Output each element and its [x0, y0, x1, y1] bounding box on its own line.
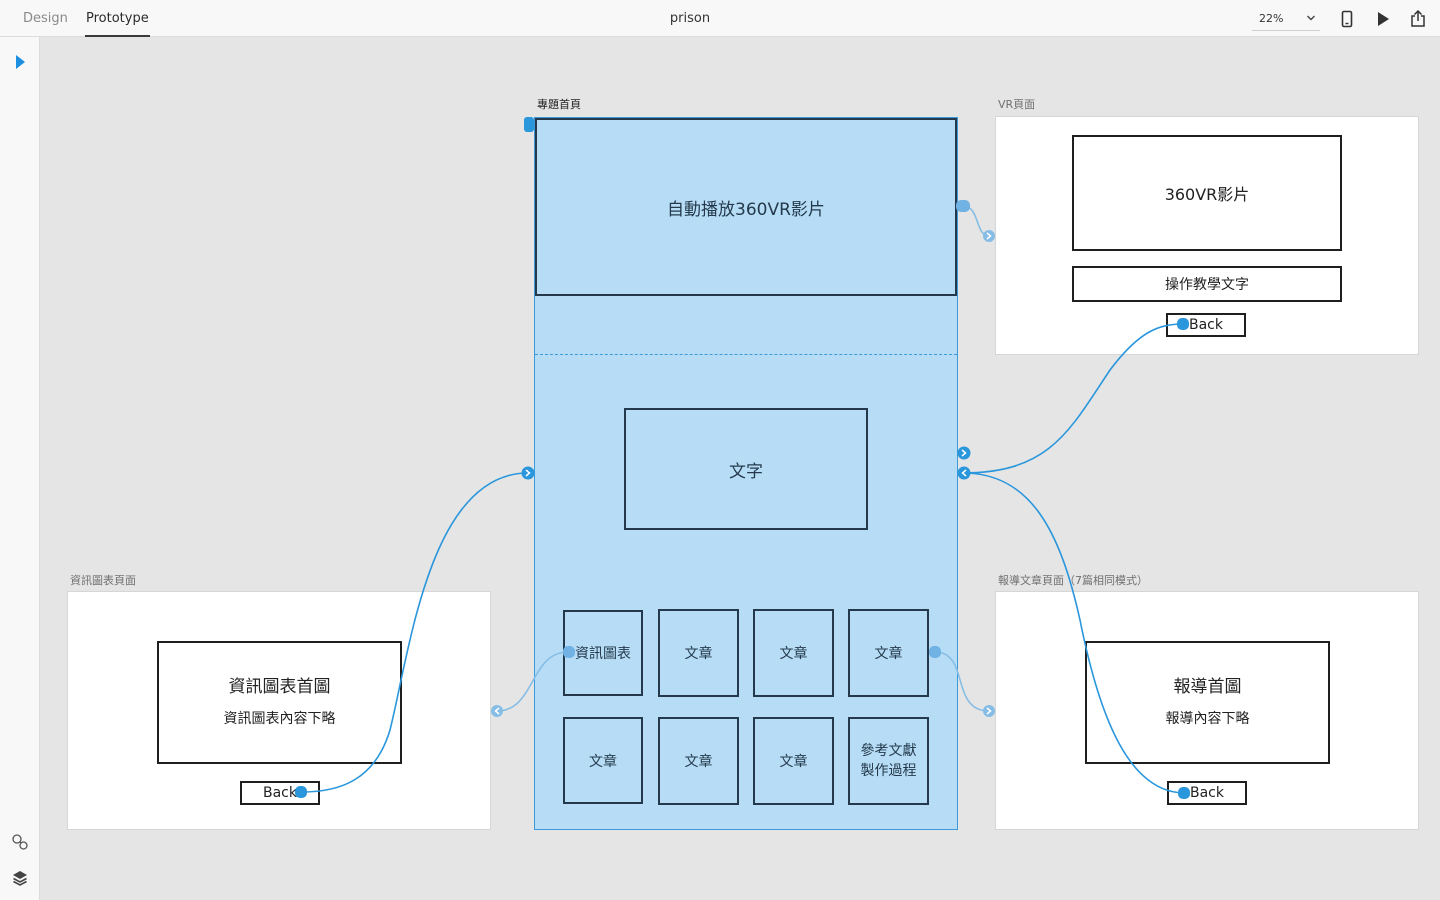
vr-video-placeholder[interactable]: 360VR影片: [1072, 135, 1342, 251]
canvas[interactable]: 專題首頁 自動播放360VR影片 文字 資訊圖表 文章 文章 文章 文章 文章 …: [40, 37, 1440, 900]
grid-tile-article[interactable]: 文章: [658, 609, 739, 697]
grid-tile-article[interactable]: 文章: [563, 717, 643, 804]
artboard-label-main[interactable]: 專題首頁: [537, 98, 581, 111]
tile-label-line2: 製作過程: [860, 763, 917, 779]
tab-prototype[interactable]: Prototype: [85, 0, 150, 37]
mobile-preview-icon[interactable]: [1337, 9, 1357, 29]
wire-video-to-vr: [962, 205, 990, 237]
grid-tile-article[interactable]: 文章: [753, 609, 834, 697]
text-block[interactable]: 文字: [624, 408, 868, 530]
text-block-label: 文字: [729, 461, 763, 482]
back-button-article[interactable]: Back: [1167, 781, 1247, 805]
share-icon[interactable]: [1408, 9, 1428, 29]
instructions-label: 操作教學文字: [1165, 277, 1249, 293]
infographic-title: 資訊圖表首圖: [228, 676, 331, 697]
infographic-subtitle: 資訊圖表內容下略: [223, 710, 336, 727]
tile-label-line1: 參考文獻: [860, 743, 917, 759]
article-subtitle: 報導內容下略: [1165, 710, 1250, 727]
back-button-infographic[interactable]: Back: [240, 781, 320, 805]
tile-label: 文章: [589, 753, 617, 770]
zoom-select[interactable]: 22%: [1252, 8, 1320, 31]
artboard-article[interactable]: 報導首圖 報導內容下略 Back: [995, 591, 1419, 830]
tile-label: 文章: [779, 646, 808, 662]
grid-tile-references[interactable]: 參考文獻 製作過程: [848, 717, 929, 805]
tile-label: 資訊圖表: [575, 646, 631, 662]
back-button-vr[interactable]: Back: [1166, 313, 1246, 337]
back-label: Back: [1189, 317, 1223, 333]
left-toolbar: [0, 37, 40, 900]
artboard-label-infographic[interactable]: 資訊圖表頁面: [70, 574, 136, 587]
document-title: prison: [669, 11, 711, 26]
assets-icon[interactable]: [10, 832, 30, 852]
artboard-main[interactable]: 自動播放360VR影片 文字 資訊圖表 文章 文章 文章 文章 文章 文章 參考…: [534, 117, 958, 830]
layers-icon[interactable]: [10, 868, 30, 888]
article-hero[interactable]: 報導首圖 報導內容下略: [1085, 641, 1330, 764]
artboard-label-vr[interactable]: VR頁面: [998, 98, 1036, 111]
select-arrow-icon[interactable]: [10, 52, 30, 72]
grid-tile-infographic[interactable]: 資訊圖表: [563, 610, 643, 696]
back-label: Back: [1190, 785, 1224, 801]
tab-design[interactable]: Design: [23, 11, 68, 26]
artboard-vr[interactable]: 360VR影片 操作教學文字 Back: [995, 116, 1419, 355]
grid-tile-article[interactable]: 文章: [848, 609, 929, 697]
tile-label: 文章: [874, 646, 903, 662]
artboard-label-article[interactable]: 報導文章頁面（7篇相同模式）: [998, 574, 1148, 587]
infographic-hero[interactable]: 資訊圖表首圖 資訊圖表內容下略: [157, 641, 402, 764]
grid-tile-article[interactable]: 文章: [753, 717, 834, 805]
wire-handle[interactable]: [956, 200, 970, 212]
zoom-value: 22%: [1259, 12, 1284, 25]
tile-label: 文章: [779, 754, 808, 770]
tile-label: 文章: [684, 754, 713, 770]
video-placeholder[interactable]: 自動播放360VR影片: [535, 118, 957, 296]
tile-label: 文章: [684, 646, 713, 662]
top-toolbar: Design Prototype prison 22%: [0, 0, 1440, 37]
chevron-down-icon: [1306, 11, 1316, 28]
home-marker[interactable]: [524, 117, 534, 132]
vr-video-label: 360VR影片: [1164, 185, 1250, 204]
video-label: 自動播放360VR影片: [667, 199, 825, 220]
instructions-block[interactable]: 操作教學文字: [1072, 266, 1342, 302]
artboard-infographic[interactable]: 資訊圖表首圖 資訊圖表內容下略 Back: [67, 591, 491, 830]
article-title: 報導首圖: [1173, 676, 1242, 697]
grid-tile-article[interactable]: 文章: [658, 717, 739, 805]
fold-line: [535, 354, 957, 355]
play-icon[interactable]: [1373, 9, 1393, 29]
back-label: Back: [263, 785, 297, 801]
